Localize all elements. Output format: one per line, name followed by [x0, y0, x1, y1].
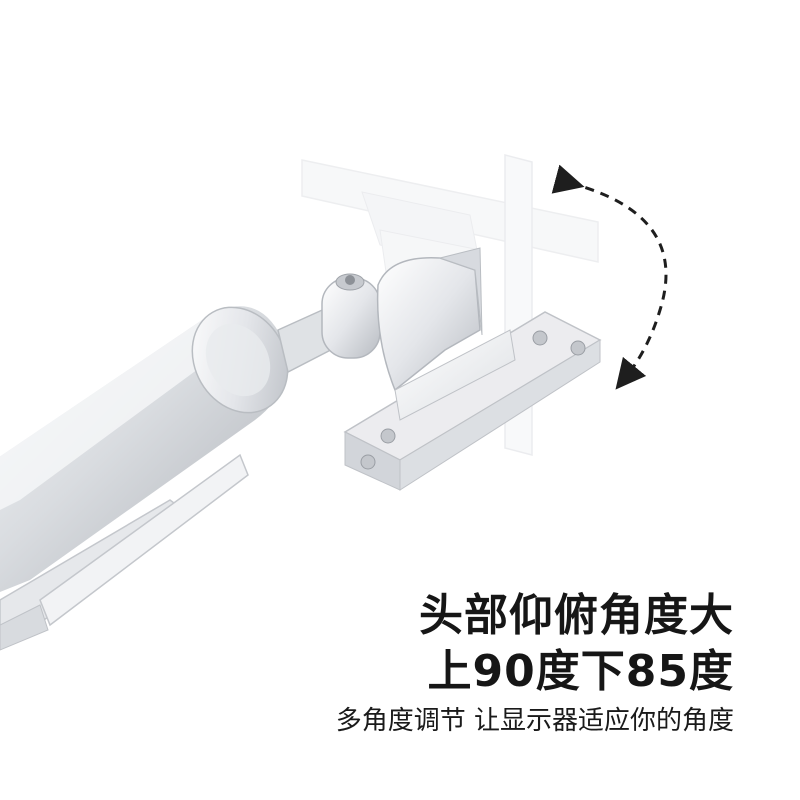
- headline: 头部仰俯角度大 上90度下85度: [419, 588, 734, 700]
- tilt-arrow-icon: [551, 164, 668, 390]
- arm-joint: [277, 273, 381, 374]
- lower-arm-rail: [0, 453, 249, 651]
- headline-line-1: 头部仰俯角度大: [419, 590, 734, 641]
- tilt-head: [376, 247, 483, 392]
- monitor-arm-body: [0, 306, 289, 592]
- vesa-mount-plate: [343, 311, 602, 491]
- subheadline: 多角度调节 让显示器适应你的角度: [335, 706, 734, 736]
- headline-line-2: 上90度下85度: [427, 646, 734, 697]
